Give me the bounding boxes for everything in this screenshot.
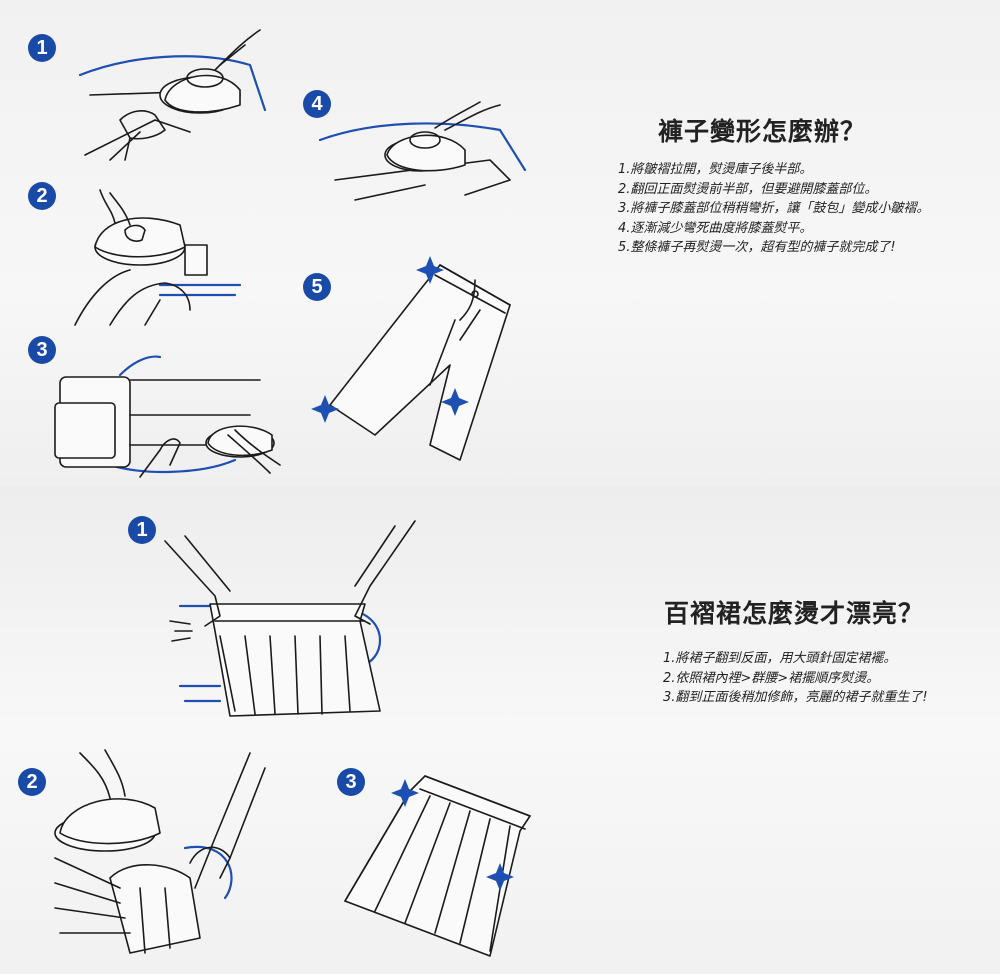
pants-step-5: 5.整條褲子再熨燙一次，超有型的褲子就完成了! [618, 240, 896, 255]
step-badge-2: 2 [28, 182, 56, 210]
skirt-title: 百褶裙怎麼燙才漂亮？ [664, 599, 925, 628]
skirt-steps-list: 1.將裙子翻到反面，用大頭針固定裙襬。 2.依照裙內裡>群腰>裙擺順序熨燙。 3… [663, 649, 928, 708]
pants-step-4: 4.逐漸減少彎死曲度將膝蓋熨平。 [618, 220, 813, 236]
skirt-step-badge-2: 2 [18, 768, 46, 796]
finished-pants-illustration [311, 256, 511, 461]
step-badge-3: 3 [28, 336, 56, 364]
skirt-step-badge-3: 3 [337, 768, 365, 796]
iron-pants-front-illustration [74, 189, 242, 326]
pants-step-2: 2.翻回正面熨燙前半部，但要避開膝蓋部位。 [618, 181, 878, 197]
step-badge-1: 1 [28, 34, 56, 62]
step-badge-5: 5 [303, 273, 331, 301]
bend-knee-illustration [54, 355, 281, 478]
step-badge-4: 4 [303, 90, 331, 118]
skirt-step-3: 3.翻到正面後稍加修飾，亮麗的裙子就重生了! [663, 690, 928, 705]
skirt-step-2: 2.依照裙內裡>群腰>裙擺順序熨燙。 [663, 670, 880, 686]
pants-panel: 1 2 3 4 5 [0, 0, 1000, 486]
pin-hem-illustration [164, 520, 416, 717]
pants-steps-list: 1.將皺褶拉開，熨燙庫子後半部。 2.翻回正面熨燙前半部，但要避開膝蓋部位。 3… [618, 160, 929, 258]
pants-step-3: 3.將褲子膝蓋部位稍稍彎折，讓「鼓包」變成小皺褶。 [618, 201, 930, 216]
pants-step-1: 1.將皺褶拉開，熨燙庫子後半部。 [618, 162, 813, 177]
skirt-panel: 1 2 3 [0, 486, 1000, 974]
iron-pants-back-illustration [78, 29, 267, 161]
iron-skirt-illustration [54, 749, 266, 954]
pants-title: 褲子變形怎麼辦？ [658, 117, 867, 146]
skirt-step-badge-1: 1 [128, 516, 156, 544]
finished-skirt-illustration [344, 775, 531, 957]
skirt-step-1: 1.將裙子翻到反面，用大頭針固定裙襬。 [663, 651, 897, 666]
flatten-knee-illustration [318, 101, 527, 201]
